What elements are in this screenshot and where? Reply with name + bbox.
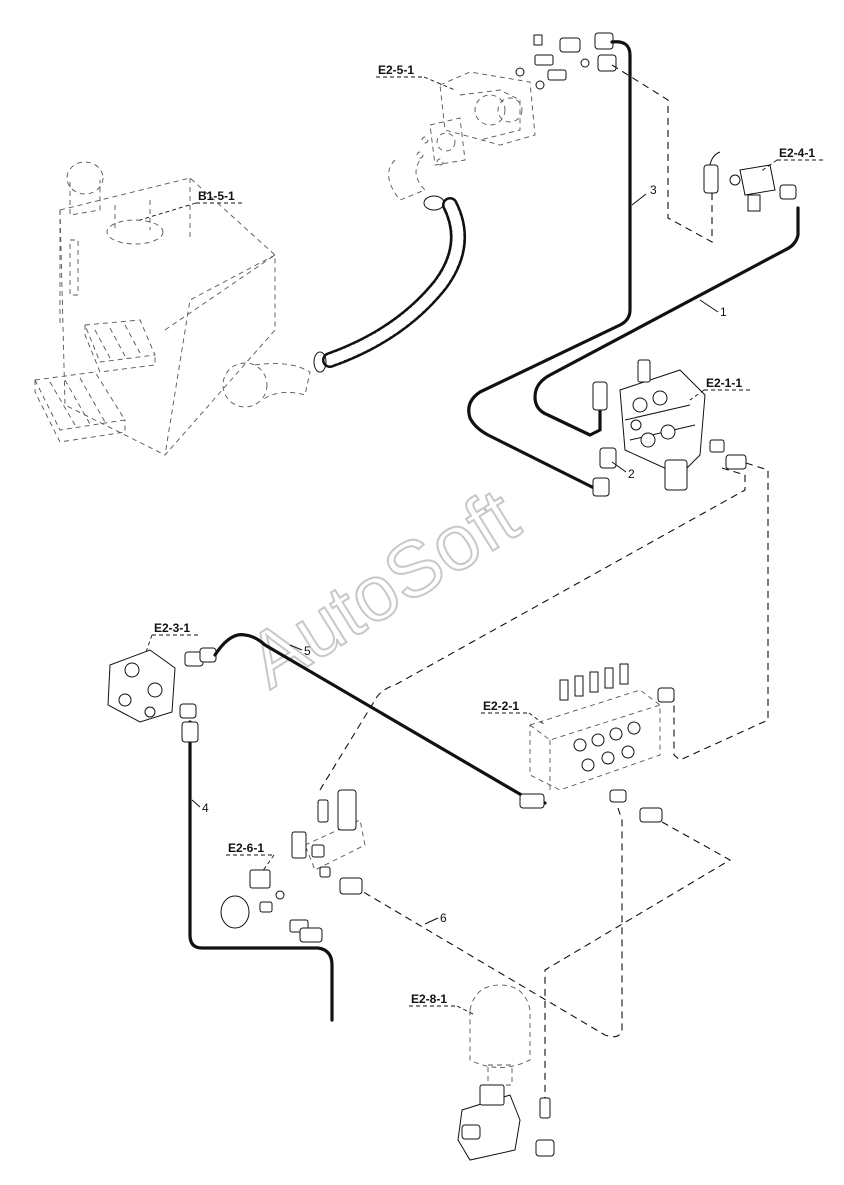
watermark: AutoSoft: [232, 471, 533, 704]
leader-e2-6-1: [261, 854, 275, 873]
hose-line-4: [188, 720, 334, 1022]
label-e2-6-1: E2-6-1: [228, 841, 264, 855]
valve-e2-6-1: [220, 789, 366, 933]
line-label-3: 3: [650, 183, 657, 197]
leader-e2-5-1: [423, 76, 456, 91]
line-label-5: 5: [304, 644, 311, 658]
line-label-2: 2: [628, 467, 635, 481]
dash-e2-1-1-e2-2-1: [673, 462, 769, 761]
leader-e2-3-1: [144, 634, 153, 656]
label-e2-4-1: E2-4-1: [779, 146, 815, 160]
accumulator-e2-8-1: [457, 984, 555, 1161]
dash-pump-e2-4-1: [611, 64, 713, 243]
label-b1-5-1: B1-5-1: [198, 189, 235, 203]
line-label-4: 4: [202, 801, 209, 815]
leader-line-4: [191, 799, 201, 808]
label-e2-1-1: E2-1-1: [706, 376, 742, 390]
leader-e2-8-1: [456, 1005, 476, 1016]
control-valve-e2-1-1: [619, 359, 747, 491]
leader-line-6: [424, 917, 439, 925]
label-e2-8-1: E2-8-1: [411, 992, 447, 1006]
leader-line-1: [699, 299, 719, 313]
dash-e2-1-1-e2-6-1: [319, 467, 746, 791]
dash-e2-2-1-e2-8-1: [544, 821, 732, 1098]
dash-e2-2-1-e2-6-1: [359, 807, 623, 1038]
fitting-line-1: [592, 381, 608, 411]
label-e2-3-1: E2-3-1: [154, 621, 190, 635]
fitting-line-4: [181, 721, 199, 743]
leader-line-3: [631, 193, 647, 206]
steering-unit-e2-3-1: [107, 647, 217, 723]
leader-e2-4-1: [759, 159, 778, 173]
line-label-1: 1: [720, 305, 727, 319]
pump-fittings: [515, 32, 617, 90]
label-e2-2-1: E2-2-1: [483, 699, 519, 713]
line-label-6: 6: [440, 911, 447, 925]
leader-e2-1-1: [689, 389, 705, 401]
leader-b1-5-1: [139, 202, 197, 221]
leader-e2-2-1: [528, 712, 546, 726]
valve-e2-4-1: [703, 151, 797, 212]
pump-e2-5-1: [416, 71, 536, 166]
hose-line-3: [467, 40, 632, 492]
leader-line-2: [611, 461, 627, 473]
hose-line-5: [213, 633, 547, 805]
fitting-line-3: [592, 477, 610, 497]
fitting-line-5: [519, 793, 545, 809]
hydraulic-tank: [34, 161, 311, 456]
hose-line-1: [533, 206, 800, 437]
fitting-line-4b: [299, 927, 323, 943]
leader-line-5: [289, 644, 303, 651]
suction-hose: [313, 159, 466, 373]
fitting-line-2: [599, 447, 617, 469]
label-e2-5-1: E2-5-1: [378, 63, 414, 77]
main-valve-e2-2-1: [529, 663, 675, 823]
